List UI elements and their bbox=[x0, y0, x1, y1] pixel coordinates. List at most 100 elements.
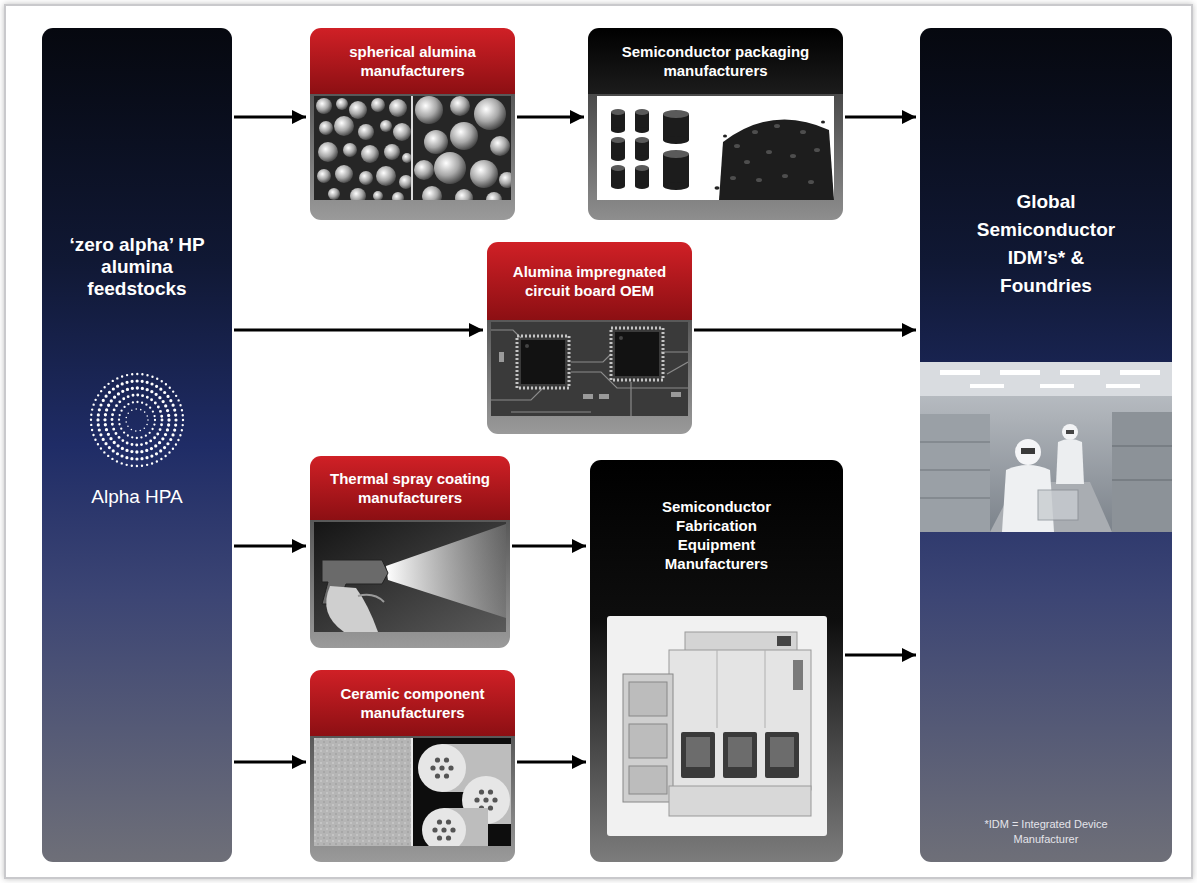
illustration-detail bbox=[765, 732, 799, 778]
illustration-detail bbox=[635, 137, 649, 143]
illustration-detail bbox=[317, 169, 331, 183]
illustration-detail bbox=[470, 160, 498, 188]
box-title: spherical alumina manufacturers bbox=[322, 42, 503, 80]
illustration-detail bbox=[402, 153, 411, 163]
fab-tool-photo bbox=[607, 616, 827, 836]
illustration-detail bbox=[430, 765, 435, 770]
illustration-detail bbox=[920, 442, 990, 498]
illustration-detail bbox=[770, 737, 794, 767]
illustration-detail bbox=[491, 322, 688, 416]
illustration-detail bbox=[334, 116, 354, 136]
illustration-detail bbox=[444, 773, 449, 778]
side-panel: Global Semiconductor IDM’s* & Foundries*… bbox=[920, 28, 1172, 862]
logo-wordmark: Alpha HPA bbox=[52, 486, 222, 509]
flow-arrow bbox=[845, 116, 916, 119]
illustration-detail bbox=[488, 805, 493, 810]
box-header: Semiconductor Fabrication Equipment Manu… bbox=[590, 497, 843, 573]
illustration-detail bbox=[681, 732, 715, 778]
side-panel: ‘zero alpha’ HP alumina feedstocksAlpha … bbox=[42, 28, 232, 862]
illustration-detail bbox=[808, 180, 814, 184]
illustration-detail bbox=[667, 362, 688, 374]
illustration-detail bbox=[669, 786, 811, 816]
illustration-detail bbox=[450, 122, 478, 150]
illustration-detail bbox=[777, 636, 791, 646]
box-title: Thermal spray coating manufacturers bbox=[322, 469, 498, 507]
illustration-detail bbox=[970, 384, 1004, 388]
illustration-detail bbox=[371, 98, 385, 112]
illustration-detail bbox=[623, 674, 673, 802]
ceramic-photo bbox=[314, 738, 511, 846]
illustration-detail bbox=[635, 109, 649, 115]
box-title: Semiconductor packaging manufacturers bbox=[600, 42, 831, 80]
illustration-detail bbox=[411, 96, 413, 200]
illustration-detail bbox=[424, 130, 448, 154]
illustration-detail bbox=[661, 351, 688, 352]
illustration-detail bbox=[358, 124, 374, 140]
stage-box: Ceramic component manufacturers bbox=[310, 670, 515, 862]
flow-arrow bbox=[694, 329, 916, 332]
illustration-detail bbox=[432, 819, 455, 840]
illustration-detail bbox=[1112, 412, 1172, 532]
illustration-detail bbox=[635, 165, 649, 171]
flow-arrow bbox=[845, 654, 916, 657]
illustration-detail bbox=[415, 96, 443, 124]
illustration-detail bbox=[619, 336, 623, 340]
illustration-detail bbox=[715, 121, 826, 190]
illustration-detail bbox=[629, 766, 667, 794]
illustration-detail bbox=[384, 144, 400, 160]
illustration-detail bbox=[1060, 370, 1100, 375]
illustration-detail bbox=[399, 175, 411, 189]
illustration-detail bbox=[723, 732, 757, 778]
illustration-detail bbox=[723, 135, 727, 138]
illustration-detail bbox=[393, 123, 411, 141]
sphere-micrograph bbox=[314, 96, 511, 200]
illustration-detail bbox=[599, 394, 609, 399]
stage-box: Semiconductor packaging manufacturers bbox=[588, 28, 843, 220]
illustration-detail bbox=[511, 411, 591, 412]
illustration-detail bbox=[728, 737, 752, 767]
illustration-detail bbox=[715, 186, 720, 190]
illustration-detail bbox=[765, 650, 766, 728]
illustration-detail bbox=[437, 819, 442, 824]
illustration-detail bbox=[671, 392, 681, 397]
illustration-detail bbox=[814, 148, 820, 152]
illustration-detail bbox=[479, 789, 484, 794]
illustration-detail bbox=[669, 650, 811, 790]
illustration-detail bbox=[744, 160, 750, 164]
illustration-detail bbox=[611, 183, 625, 189]
illustration-detail bbox=[376, 166, 396, 186]
illustration-detail bbox=[373, 191, 383, 200]
illustration-detail bbox=[635, 155, 649, 161]
illustration-detail bbox=[349, 101, 367, 119]
illustration-detail bbox=[635, 183, 649, 189]
illustration-detail bbox=[766, 150, 772, 154]
illustration-detail bbox=[611, 127, 625, 133]
illustration-detail bbox=[474, 98, 506, 130]
illustration-detail bbox=[450, 96, 470, 116]
illustration-detail bbox=[380, 120, 392, 132]
illustration-detail bbox=[439, 765, 444, 770]
illustration-detail bbox=[800, 130, 806, 134]
illustration-detail bbox=[1056, 439, 1084, 484]
illustration-detail bbox=[517, 336, 569, 388]
illustration-detail bbox=[441, 827, 446, 832]
illustration-detail bbox=[1040, 384, 1074, 388]
illustration-detail bbox=[314, 522, 506, 632]
box-header: Thermal spray coating manufacturers bbox=[310, 469, 510, 507]
flow-arrow bbox=[234, 545, 306, 548]
illustration-detail bbox=[1106, 384, 1140, 388]
logo-mark bbox=[87, 370, 187, 470]
illustration-detail bbox=[499, 172, 511, 188]
illustration-detail bbox=[446, 819, 451, 824]
illustration-detail bbox=[525, 344, 529, 348]
illustration-detail bbox=[98, 381, 176, 459]
illustration-detail bbox=[414, 96, 511, 200]
thermal-spray-photo bbox=[314, 522, 506, 632]
illustration-detail bbox=[607, 616, 827, 836]
illustration-detail bbox=[499, 352, 504, 362]
illustration-detail bbox=[597, 96, 834, 200]
illustration-detail bbox=[663, 136, 689, 144]
illustration-detail bbox=[418, 744, 511, 846]
flow-arrow bbox=[517, 116, 584, 119]
